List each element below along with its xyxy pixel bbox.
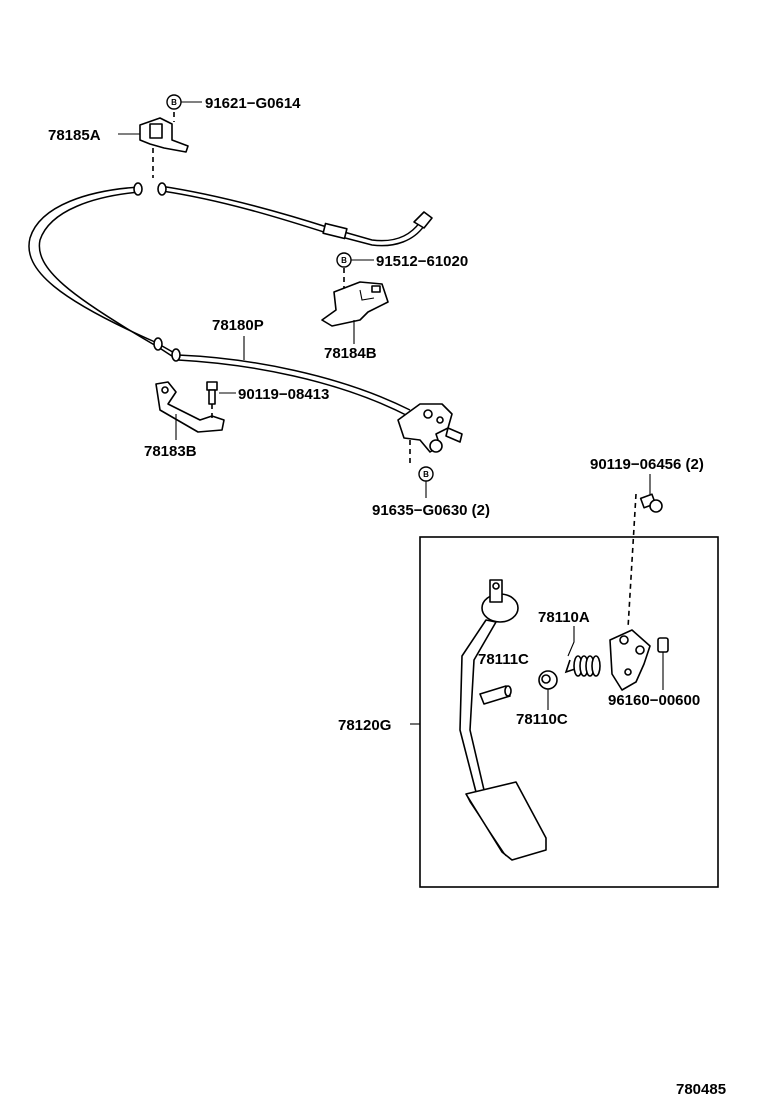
accelerator-cable <box>28 182 433 417</box>
label-96160: 96160−00600 <box>608 692 700 709</box>
label-91512: 91512−61020 <box>376 253 468 270</box>
label-78110C: 78110C <box>516 711 568 728</box>
bushing-78110C <box>538 670 558 690</box>
clip-91635-badge: B <box>418 466 434 482</box>
label-78183B: 78183B <box>144 443 197 460</box>
label-91621: 91621−G0614 <box>205 95 301 112</box>
cable-end-bracket <box>397 403 463 453</box>
bracket-78185A <box>139 112 189 178</box>
label-78111C: 78111C <box>478 651 529 668</box>
pedal-bracket <box>609 629 651 691</box>
label-78184B: 78184B <box>324 345 377 362</box>
spring-78110A <box>564 655 601 677</box>
label-90119a: 90119−08413 <box>238 386 329 403</box>
label-78110A: 78110A <box>538 609 590 626</box>
accelerator-pedal <box>459 579 547 861</box>
pedal-assembly-frame <box>419 536 719 888</box>
svg-text:B: B <box>171 98 177 107</box>
label-91635: 91635−G0630 (2) <box>372 502 490 519</box>
bolt-90119-icon <box>206 381 218 405</box>
svg-text:B: B <box>423 470 429 479</box>
label-78120G: 78120G <box>338 717 391 734</box>
clip-91512-badge: B <box>336 252 352 268</box>
label-78180P: 78180P <box>212 317 264 334</box>
label-78185A: 78185A <box>48 127 101 144</box>
figure-number: 780485 <box>676 1081 726 1098</box>
bracket-78184B <box>321 281 389 327</box>
svg-text:B: B <box>341 256 347 265</box>
clip-91621-badge: B <box>166 94 182 110</box>
pin-78111C <box>479 685 512 705</box>
bolt-90119b-icon <box>639 493 663 513</box>
label-90119b: 90119−06456 (2) <box>590 456 704 473</box>
nut-96160 <box>657 637 669 653</box>
